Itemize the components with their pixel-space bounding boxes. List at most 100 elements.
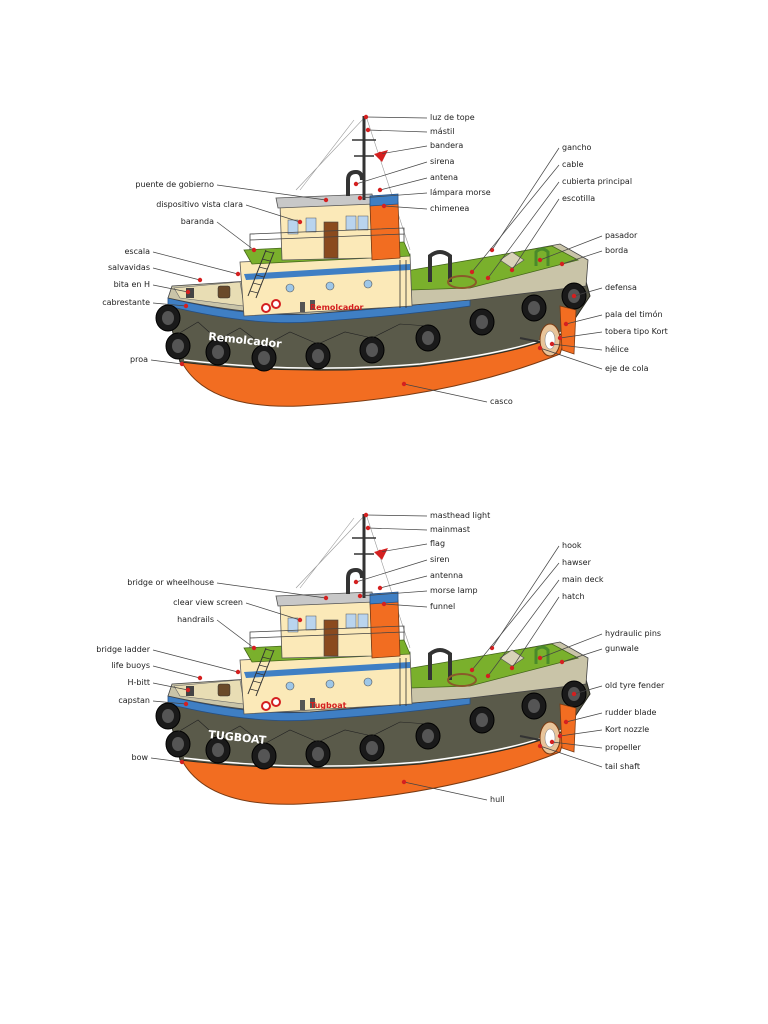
- label-funnel: chimenea: [430, 204, 470, 213]
- leader-line-morse: [359, 590, 428, 597]
- label-hatch: escotilla: [562, 194, 596, 203]
- pointer-dot-pins: [537, 257, 543, 263]
- wheelhouse-window: [345, 215, 357, 231]
- leader-line-rudder: [565, 712, 603, 723]
- tyre-hub: [258, 749, 270, 763]
- leader-line-morse: [359, 192, 428, 199]
- leader-line-bow: [150, 359, 183, 365]
- pointer-dot-hbitt: [185, 687, 191, 693]
- leader-line-pins: [539, 633, 603, 659]
- tyre-hub: [476, 713, 488, 727]
- mast-yards: [352, 139, 376, 157]
- leader-line-pins: [539, 235, 603, 261]
- leader-line-gunwale: [561, 648, 603, 663]
- tyre-hub: [162, 709, 174, 723]
- label-hook: gancho: [562, 143, 592, 152]
- leader-line-tailshaft: [539, 347, 603, 370]
- leader-line-hatch: [511, 596, 560, 669]
- leader-lines: [150, 114, 603, 403]
- bollard: [300, 700, 305, 710]
- rudder-shape: [559, 703, 577, 753]
- label-antenna: antenna: [430, 571, 464, 580]
- leader-line-gunwale: [561, 250, 603, 265]
- tyre-hub: [162, 311, 174, 325]
- waterline: [183, 729, 563, 767]
- leader-line-hook: [491, 545, 560, 649]
- funnel-body: [369, 201, 401, 261]
- label-bridge: bridge or wheelhouse: [127, 578, 214, 587]
- label-handrails: handrails: [177, 615, 214, 624]
- hydraulic-pins-shape: [534, 247, 550, 266]
- leader-line-hull: [403, 383, 488, 403]
- ladder-rung: [261, 258, 271, 262]
- pointer-dot-maindeck: [485, 275, 491, 281]
- label-morse: lámpara morse: [430, 188, 491, 197]
- cabin-name-text: Remolcador: [310, 303, 364, 312]
- flag-shape: [374, 548, 388, 560]
- label-flag: bandera: [430, 141, 464, 150]
- pointer-dot-pins: [537, 655, 543, 661]
- leader-line-bridge: [216, 184, 327, 201]
- tyre-hub: [172, 339, 184, 353]
- ladder-rung: [264, 250, 274, 254]
- leader-line-nozzle: [559, 729, 603, 737]
- leader-line-bow: [150, 757, 183, 763]
- leader-line-masthead: [365, 514, 428, 517]
- label-hbitt: H-bitt: [127, 678, 150, 687]
- label-morse: morse lamp: [430, 586, 478, 595]
- fender-ropes: [177, 321, 429, 347]
- pointer-dot-hook: [489, 247, 495, 253]
- label-bridge: puente de gobierno: [135, 180, 214, 189]
- leader-line-handrails: [216, 619, 255, 649]
- porthole: [285, 283, 295, 293]
- label-bow: bow: [131, 753, 148, 762]
- leader-line-capstan: [152, 302, 187, 307]
- leader-line-siren: [355, 161, 428, 185]
- pointer-dot-rudder: [563, 321, 569, 327]
- tyre-hub: [366, 741, 378, 755]
- label-hull: casco: [490, 397, 513, 406]
- propeller-shape: [544, 330, 556, 350]
- pointer-dot-masthead: [363, 512, 369, 518]
- tyre-hub: [422, 331, 434, 345]
- pointer-dot-handrails: [251, 645, 257, 651]
- porthole: [325, 281, 335, 291]
- cabin-name-text: Tugboat: [310, 701, 347, 710]
- leader-line-hbitt: [152, 682, 189, 691]
- leader-line-hull: [403, 781, 488, 801]
- bridge-ladder: [247, 647, 275, 697]
- leader-line-screen: [245, 204, 301, 223]
- label-masthead: masthead light: [430, 511, 491, 520]
- pointer-dot-nozzle: [557, 733, 563, 739]
- leader-line-hawser: [471, 562, 560, 671]
- pointer-dot-hbitt: [185, 289, 191, 295]
- hydraulic-pins-shape: [534, 645, 550, 664]
- life-buoy: [261, 303, 271, 313]
- deckhouse-band: [244, 264, 410, 280]
- label-screen: clear view screen: [173, 598, 243, 607]
- hull-name-text: TUGBOAT: [208, 728, 268, 747]
- ladder-rung: [258, 266, 268, 270]
- leader-line-masthead: [365, 116, 428, 119]
- pointer-dot-lifebuoys: [197, 675, 203, 681]
- label-rudder: rudder blade: [605, 708, 657, 717]
- pointer-dot-hook: [489, 645, 495, 651]
- life-buoy: [271, 299, 281, 309]
- tyre-hub: [258, 351, 270, 365]
- pointer-dot-nozzle: [557, 335, 563, 341]
- leader-line-screen: [245, 602, 301, 621]
- deckhouse-band: [244, 662, 410, 678]
- ladder-rung: [249, 290, 259, 294]
- porthole: [285, 681, 295, 691]
- pointer-dot-screen: [297, 617, 303, 623]
- leader-line-antenna: [379, 575, 428, 589]
- label-capstan: cabrestante: [102, 298, 150, 307]
- tyre-hub: [422, 729, 434, 743]
- leader-line-antenna: [379, 177, 428, 191]
- label-masthead: luz de tope: [430, 113, 475, 122]
- pointer-dot-fender: [571, 691, 577, 697]
